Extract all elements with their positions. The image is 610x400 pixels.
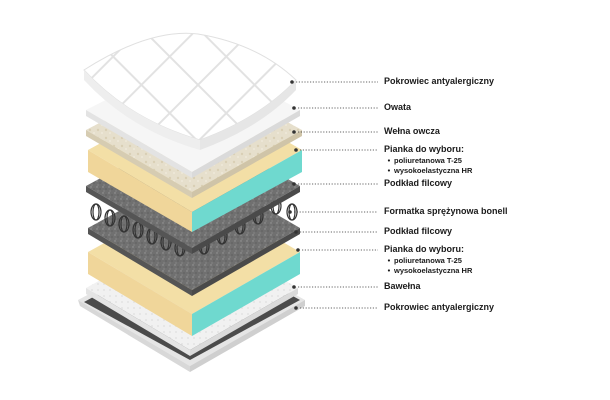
- option-text: wysokoelastyczna HR: [394, 266, 473, 275]
- leader-dot-felt-bottom: [294, 230, 298, 234]
- label-foam-bottom: Pianka do wyboru:: [384, 244, 465, 254]
- label-top-cover: Pokrowiec antyalergiczny: [384, 76, 495, 86]
- leader-dot-springs: [288, 210, 292, 214]
- option-text: poliuretanowa T-25: [394, 256, 462, 265]
- option-foam-bottom-1: •wysokoelastyczna HR: [384, 266, 473, 276]
- label-foam-top: Pianka do wyboru:: [384, 144, 465, 154]
- bullet-icon: •: [387, 156, 391, 165]
- leader-dot-top-cover: [290, 80, 294, 84]
- option-text: wysokoelastyczna HR: [394, 166, 473, 175]
- label-wadding: Owata: [384, 102, 412, 112]
- bullet-icon: •: [387, 256, 391, 265]
- leader-dot-wadding: [292, 106, 296, 110]
- leader-lines: [288, 80, 378, 310]
- label-wool: Wełna owcza: [384, 126, 440, 136]
- leader-dot-cotton: [292, 285, 296, 289]
- label-bottom-cover: Pokrowiec antyalergiczny: [384, 302, 495, 312]
- leader-dot-bottom-cover: [294, 306, 298, 310]
- leader-dot-foam-top: [294, 148, 298, 152]
- label-felt-top: Podkład filcowy: [384, 178, 453, 188]
- option-foam-bottom-0: •poliuretanowa T-25: [384, 256, 462, 266]
- option-foam-top-0: •poliuretanowa T-25: [384, 156, 462, 166]
- label-cotton: Bawełna: [384, 281, 421, 291]
- label-springs: Formatka sprężynowa bonell: [384, 206, 508, 216]
- bullet-icon: •: [387, 266, 391, 275]
- option-foam-top-1: •wysokoelastyczna HR: [384, 166, 473, 176]
- bullet-icon: •: [387, 166, 391, 175]
- leader-dot-foam-bottom: [296, 248, 300, 252]
- leader-dot-wool: [292, 130, 296, 134]
- option-text: poliuretanowa T-25: [394, 156, 462, 165]
- layer-top-cover: [83, 32, 297, 150]
- label-felt-bottom: Podkład filcowy: [384, 226, 453, 236]
- leader-dot-felt-top: [292, 182, 296, 186]
